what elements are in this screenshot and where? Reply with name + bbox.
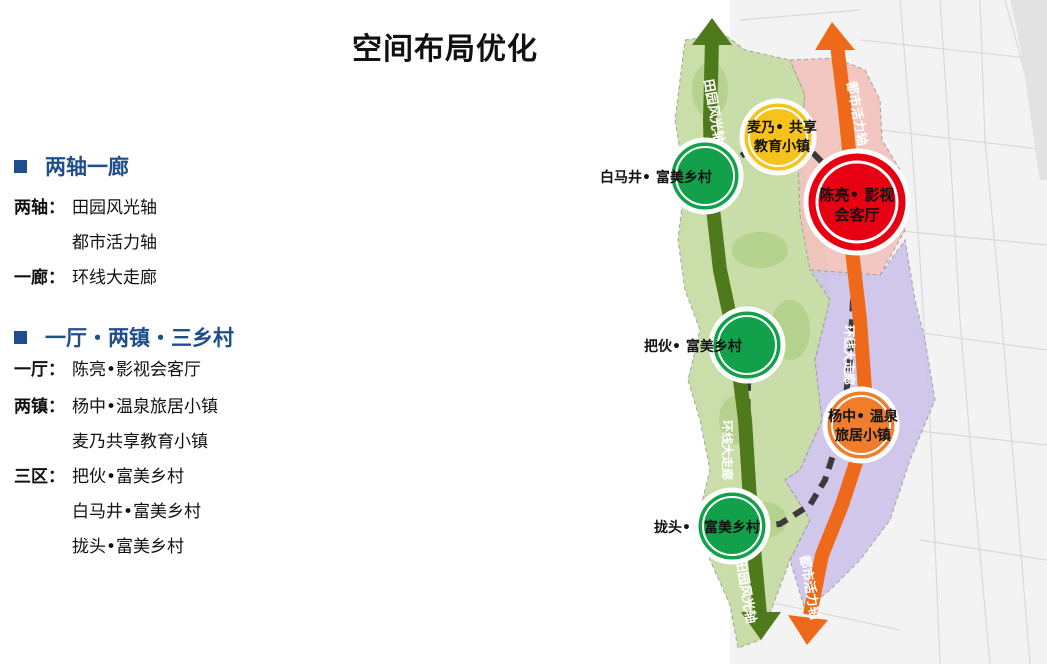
legend-row-sanqu-2: 白马井•富美乡村: [72, 501, 201, 523]
legend-row-liangzhou: 两轴： 田园风光轴: [14, 197, 157, 219]
legend-value: 麦乃共享教育小镇: [72, 432, 208, 452]
urban-axis: [788, 22, 873, 645]
legend-value: 把伙•富美乡村: [72, 467, 185, 487]
legend-row-liangzhen: 两镇： 杨中•温泉旅居小镇: [14, 396, 218, 418]
node-label: 教育小镇: [754, 138, 810, 155]
node-label: 富美乡村: [704, 519, 760, 536]
section-heading-nodes: 一厅・两镇・三乡村: [14, 322, 234, 352]
section-heading-text: 两轴一廊: [45, 155, 129, 179]
legend-row-yilang: 一廊： 环线大走廊: [14, 267, 157, 289]
legend-value: 田园风光轴: [72, 198, 157, 218]
legend-key: 一廊：: [14, 268, 65, 288]
node-baimajing: 白马井• 富美乡村: [600, 137, 744, 215]
node-label: 会客厅: [834, 206, 879, 224]
legend-row-liangzhou-2: 都市活力轴: [72, 232, 157, 254]
legend-row-sanqu: 三区： 把伙•富美乡村: [14, 466, 184, 488]
legend-key: 两镇：: [14, 397, 65, 417]
legend-value: 杨中•温泉旅居小镇: [72, 397, 219, 417]
legend-value: 环线大走廊: [72, 268, 157, 288]
node-label: 白马井• 富美乡村: [600, 169, 712, 186]
legend-row-liangzhen-2: 麦乃共享教育小镇: [72, 431, 208, 453]
node-label: 拢头•: [654, 519, 691, 536]
node-longtou: 拢头• 富美乡村: [654, 487, 771, 565]
node-chenliang: 陈亮• 影视 会客厅: [803, 148, 911, 256]
legend-value: 白马井•富美乡村: [72, 502, 202, 522]
arrow-up-icon: [692, 18, 732, 45]
arrow-down-icon: [788, 615, 828, 645]
node-label: 把伙• 富美乡村: [644, 338, 742, 355]
arrow-up-icon: [815, 22, 855, 50]
arrow-down-icon: [741, 612, 781, 640]
legend-value: 陈亮•影视会客厅: [72, 360, 202, 380]
section-heading-text: 一厅・两镇・三乡村: [45, 326, 234, 350]
spatial-layout-map: 田园风光轴 田园风光轴 都市活力轴 都市活力轴 环线大走廊 环线大走廊 麦乃• …: [560, 0, 1047, 664]
map-svg: 田园风光轴 田园风光轴 都市活力轴 都市活力轴 环线大走廊 环线大走廊 麦乃• …: [600, 0, 1047, 664]
node-label: 麦乃• 共享: [747, 119, 817, 136]
legend-row-sanqu-3: 拢头•富美乡村: [72, 536, 184, 558]
node-label: 陈亮• 影视: [820, 186, 895, 204]
legend-value: 都市活力轴: [72, 233, 157, 253]
corridor-label-top: 环线大走廊: [842, 325, 857, 385]
section-heading-axes: 两轴一廊: [14, 151, 129, 181]
node-bahuo: 把伙• 富美乡村: [644, 306, 786, 384]
node-label: 旅居小镇: [835, 427, 891, 444]
node-yangzhong: 杨中• 温泉 旅居小镇: [822, 386, 900, 464]
node-maina: 麦乃• 共享 教育小镇: [739, 98, 817, 176]
legend-key: 三区：: [14, 467, 65, 487]
square-bullet-icon: [14, 330, 27, 344]
legend-key: 两轴：: [14, 198, 65, 218]
legend-row-yiting: 一厅： 陈亮•影视会客厅: [14, 359, 201, 381]
legend-value: 拢头•富美乡村: [72, 537, 185, 557]
square-bullet-icon: [14, 159, 27, 173]
page-title: 空间布局优化: [352, 32, 538, 67]
node-label: 杨中• 温泉: [828, 408, 899, 425]
legend-key: 一厅：: [14, 360, 65, 380]
corridor-label-bottom: 环线大走廊: [720, 420, 735, 480]
